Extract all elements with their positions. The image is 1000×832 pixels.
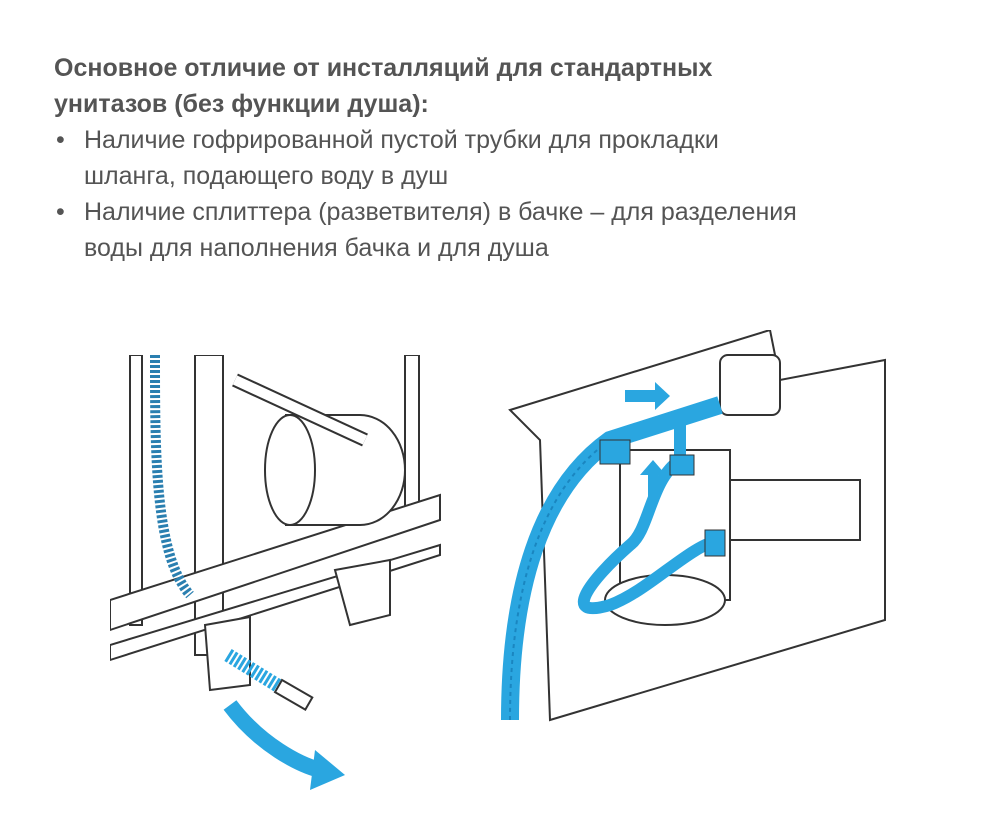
bullet-text: Наличие гофрированной пустой трубки для … xyxy=(84,126,719,154)
bullet-icon: • xyxy=(56,126,65,154)
arrow-up-icon xyxy=(640,460,666,500)
text-block: Основное отличие от инсталляций для стан… xyxy=(54,50,984,266)
heading: Основное отличие от инсталляций для стан… xyxy=(54,50,984,122)
bullet-text: воды для наполнения бачка и для душа xyxy=(84,234,549,262)
cistern-splitter-illustration xyxy=(501,330,886,722)
list-item: • Наличие гофрированной пустой трубки дл… xyxy=(54,122,984,194)
bullet-icon: • xyxy=(56,198,65,226)
heading-line-1: Основное отличие от инсталляций для стан… xyxy=(54,54,713,82)
installation-frame-illustration xyxy=(110,355,441,790)
bullet-list: • Наличие гофрированной пустой трубки дл… xyxy=(54,122,984,266)
list-item: • Наличие сплиттера (разветвителя) в бач… xyxy=(54,194,984,266)
bullet-text: шланга, подающего воду в душ xyxy=(84,162,449,190)
heading-line-2: унитазов (без функции душа): xyxy=(54,90,429,118)
arrow-right-icon xyxy=(625,382,670,410)
bullet-text: Наличие сплиттера (разветвителя) в бачке… xyxy=(84,198,797,226)
arrow-down-right-icon xyxy=(223,700,323,778)
